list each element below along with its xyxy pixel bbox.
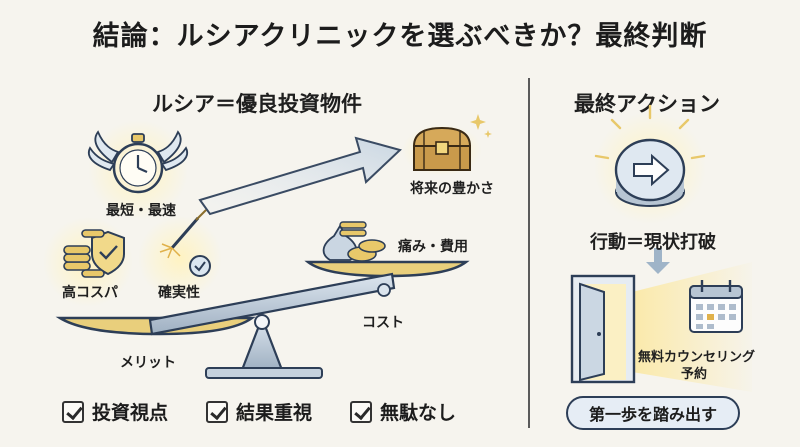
- check-label: 無駄なし: [380, 402, 457, 424]
- checkbox-icon: [206, 400, 229, 423]
- check-item: 無駄なし: [350, 398, 456, 425]
- page-title: 結論：ルシアクリニックを選ぶべきか？最終判断: [92, 21, 708, 52]
- seesaw-scale: [55, 260, 470, 379]
- label-cost: コスト: [362, 315, 404, 331]
- check-list: 投資視点 結果重視 無駄なし: [62, 398, 456, 425]
- action-label: 行動＝現状打破: [590, 232, 716, 253]
- label-future: 将来の豊かさ: [410, 181, 494, 197]
- checkbox-icon: [62, 400, 84, 423]
- treasure-chest-icon: [402, 114, 492, 176]
- stopwatch-icon: [88, 130, 188, 194]
- arrow-button-icon: [594, 104, 706, 224]
- left-heading: ルシア＝優良投資物件: [152, 92, 362, 116]
- check-circle-icon: [159, 209, 211, 277]
- booking-line-1: 無料カウンセリング: [638, 350, 756, 365]
- label-certainty: 確実性: [158, 285, 200, 301]
- shield-check-icon: [91, 230, 125, 276]
- label-speed: 最短・最速: [106, 203, 176, 219]
- label-pain-cost: 痛み・費用: [398, 239, 468, 255]
- checkbox-icon: [350, 400, 373, 423]
- booking-line-2: 予約: [680, 367, 707, 382]
- coin-stack-icon: [63, 229, 105, 278]
- money-bag-icon: [322, 221, 386, 262]
- down-arrow-icon: [646, 248, 670, 274]
- label-merit: メリット: [120, 355, 176, 371]
- section-divider: [528, 78, 530, 428]
- door-icon: [570, 274, 636, 384]
- check-label: 投資視点: [92, 402, 169, 424]
- right-heading: 最終アクション: [574, 92, 720, 116]
- calendar-icon: [689, 280, 743, 333]
- cta-first-step-button[interactable]: 第一歩を踏み出す: [566, 396, 740, 430]
- growth-arrow: [198, 136, 402, 216]
- check-item: 投資視点: [62, 398, 168, 425]
- check-label: 結果重視: [236, 402, 313, 424]
- check-item: 結果重視: [206, 398, 312, 425]
- label-cost-performance: 高コスパ: [62, 285, 118, 301]
